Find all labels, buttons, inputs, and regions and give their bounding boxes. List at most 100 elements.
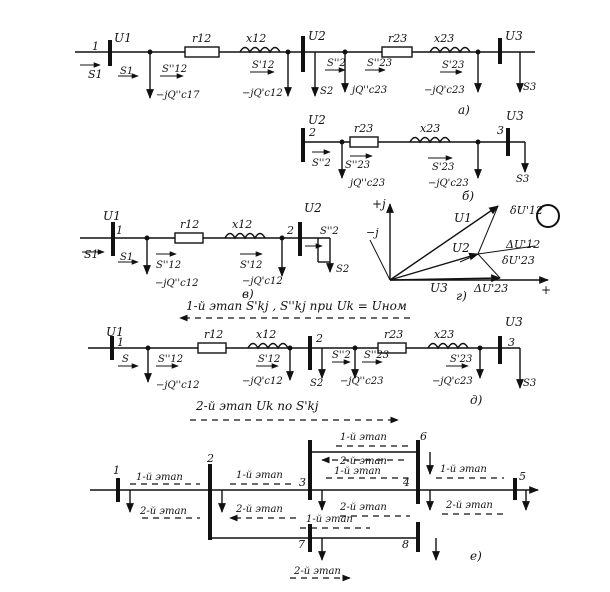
e-S: S: [122, 354, 129, 365]
vector-diagram: +j −j U1 U2 U3 δU'12 ΔU'12 δU'23 ΔU'23 +…: [366, 197, 560, 303]
f-stage2-b: 2-й этап: [235, 504, 283, 515]
e-num1: 1: [117, 336, 124, 349]
b-S3: S3: [516, 174, 529, 185]
e-r12: r12: [204, 328, 223, 341]
e-x23: x23: [434, 328, 454, 341]
c-num2: 2: [286, 224, 294, 237]
c-S2b: S2: [336, 264, 349, 275]
a-U2: U2: [308, 29, 326, 43]
c-S2: S''2: [320, 226, 339, 237]
e-U1: U1: [106, 325, 124, 339]
a-U1: U1: [114, 31, 132, 45]
f-stage2-d: 2-й этап: [339, 502, 387, 513]
c-S1: S1: [84, 248, 99, 261]
e-x12: x12: [256, 328, 276, 341]
a-S23-k: S'23: [442, 60, 464, 71]
e-S3: S3: [523, 378, 536, 389]
b-num2: 2: [308, 126, 316, 139]
e-Qc12: −jQ''c12: [156, 380, 200, 391]
a-Qc23: jQ''c23: [350, 85, 387, 96]
caption1-text: 1-й этап S'kj , S''kj при Uk = Uном: [186, 299, 407, 313]
b-Qc23k: −jQ'c23: [428, 178, 469, 189]
e-Qc12k: −jQ'c12: [242, 376, 283, 387]
c-U2: U2: [304, 201, 322, 215]
b-S23: S''23: [345, 160, 370, 171]
a-Qc12: −jQ'c12: [242, 88, 283, 99]
scheme-d: U1 1 S S''12 r12 x12 2 S''2 S''23 r23 x2…: [88, 315, 536, 407]
c-tag: в): [242, 287, 254, 301]
a-S12-dbl: S''12: [162, 64, 187, 75]
f-stage2-c: 2-й этап: [339, 456, 387, 467]
f-stage2-e: 2-й этап: [445, 500, 493, 511]
a-x23: x23: [434, 32, 454, 45]
b-tag: б): [462, 189, 474, 203]
e-r23: r23: [384, 328, 403, 341]
e-tag: д): [470, 393, 483, 407]
d-plus-j: +j: [372, 197, 386, 211]
f-n8: 8: [402, 538, 409, 551]
d-U2: U2: [452, 241, 470, 255]
c-x12: x12: [232, 218, 252, 231]
c-U1: U1: [103, 209, 121, 223]
c-Qc12k: −jQ'c12: [242, 276, 283, 287]
resistor-r12: [184, 46, 220, 58]
e-U3: U3: [505, 315, 523, 329]
d-minus-j: −j: [366, 226, 379, 239]
e-Qc23k: −jQ'c23: [432, 376, 473, 387]
a-r23: r23: [388, 32, 407, 45]
f-n6: 6: [420, 430, 427, 443]
b-U3: U3: [506, 109, 524, 123]
a-U3: U3: [505, 29, 523, 43]
d-dU23: δU'23: [502, 254, 535, 267]
c-S12k: S'12: [240, 260, 262, 271]
d-dU12: δU'12: [510, 204, 543, 217]
b-r23: r23: [354, 122, 373, 135]
e-S23k: S'23: [450, 354, 472, 365]
f-n1: 1: [113, 464, 120, 477]
f-n3: 3: [299, 476, 306, 489]
f-stage1-f: 1-й этап: [306, 514, 353, 525]
c-S1-arrow: S1: [120, 252, 133, 263]
reactance-x23: [429, 46, 471, 54]
a-Qc23k: −jQ'c23: [424, 85, 465, 96]
a-S12-k: S'12: [252, 60, 274, 71]
reactance-x12: [239, 46, 281, 54]
a-S1: S1: [88, 68, 103, 81]
f-stage2-a: 2-й этап: [139, 506, 187, 517]
a-tag: a): [458, 103, 470, 117]
a-x12: x12: [246, 32, 266, 45]
a-bus1-num: 1: [92, 40, 99, 53]
d-U3: U3: [430, 281, 448, 295]
d-DU23: ΔU'23: [473, 282, 508, 295]
d-U1: U1: [454, 211, 472, 225]
f-stage2-f: 2-й этап: [293, 566, 341, 577]
e-num2: 2: [315, 332, 323, 345]
d-tag: г): [456, 289, 467, 303]
f-stage1-e: 1-й этап: [440, 464, 487, 475]
c-Qc12: −jQ''c12: [155, 278, 199, 289]
a-S1-arrow: S1: [120, 66, 133, 77]
d-plus: +: [541, 283, 551, 297]
b-S23k: S'23: [432, 162, 454, 173]
e-S2b: S2: [310, 378, 323, 389]
scheme-a: 1 U1 S1 S1 r12 x12 U2 r23 x23 U3 S''12 S…: [75, 29, 536, 117]
a-S2-dbl: S''2: [327, 58, 346, 69]
f-tag: е): [470, 549, 482, 563]
a-S23-in: S''23: [367, 58, 392, 69]
f-n7: 7: [298, 538, 305, 551]
b-num3: 3: [497, 124, 504, 137]
e-S23: S''23: [364, 350, 389, 361]
f-stage1-a: 1-й этап: [136, 472, 183, 483]
e-S2: S''2: [332, 350, 351, 361]
b-U2: U2: [308, 113, 326, 127]
b-Qc23: jQ''c23: [348, 178, 385, 189]
c-num1: 1: [116, 224, 123, 237]
f-stage1-c: 1-й этап: [340, 432, 387, 443]
c-S12: S''12: [156, 260, 181, 271]
f-n2: 2: [206, 452, 214, 465]
d-DU12: ΔU'12: [505, 238, 540, 251]
resistor-r23: [381, 46, 413, 58]
a-S2: S2: [320, 86, 333, 97]
a-Qc17: −jQ''c17: [156, 90, 200, 101]
e-S12k: S'12: [258, 354, 280, 365]
